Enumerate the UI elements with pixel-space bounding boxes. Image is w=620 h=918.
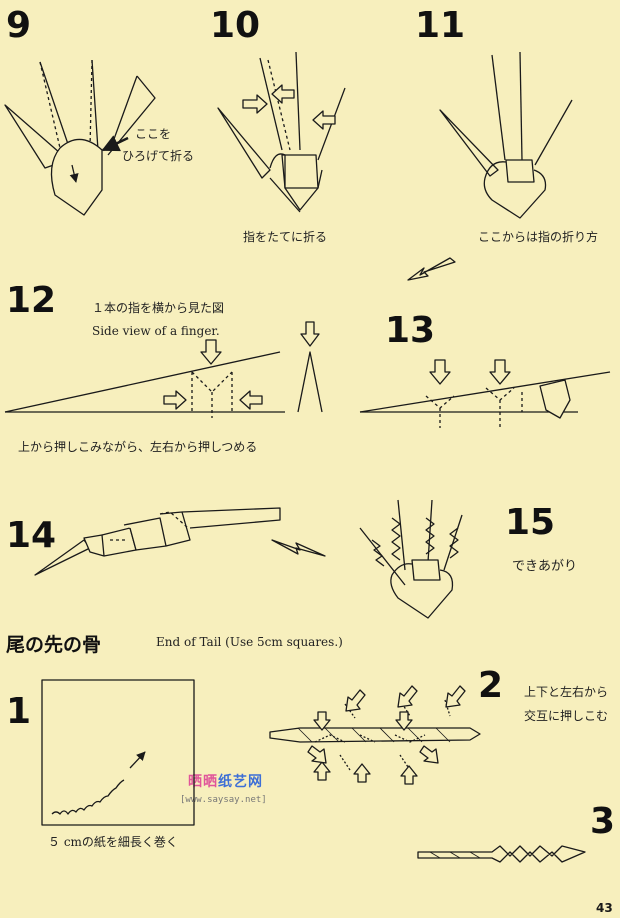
step-9-diagram: [5, 60, 155, 215]
next-step-arrow-icon: [272, 540, 325, 556]
step-10-diagram: [218, 52, 345, 212]
step-11-diagram: [440, 52, 572, 218]
step-15-diagram: [360, 500, 462, 618]
step-12-diagram: [5, 322, 322, 418]
step-14-diagram: [35, 508, 280, 575]
tail-step-2-diagram: [270, 686, 480, 784]
tail-step-3-diagram: [418, 846, 585, 862]
next-step-arrow-icon: [408, 258, 455, 280]
step-13-diagram: [360, 360, 610, 428]
tail-step-1-diagram: [42, 680, 194, 825]
